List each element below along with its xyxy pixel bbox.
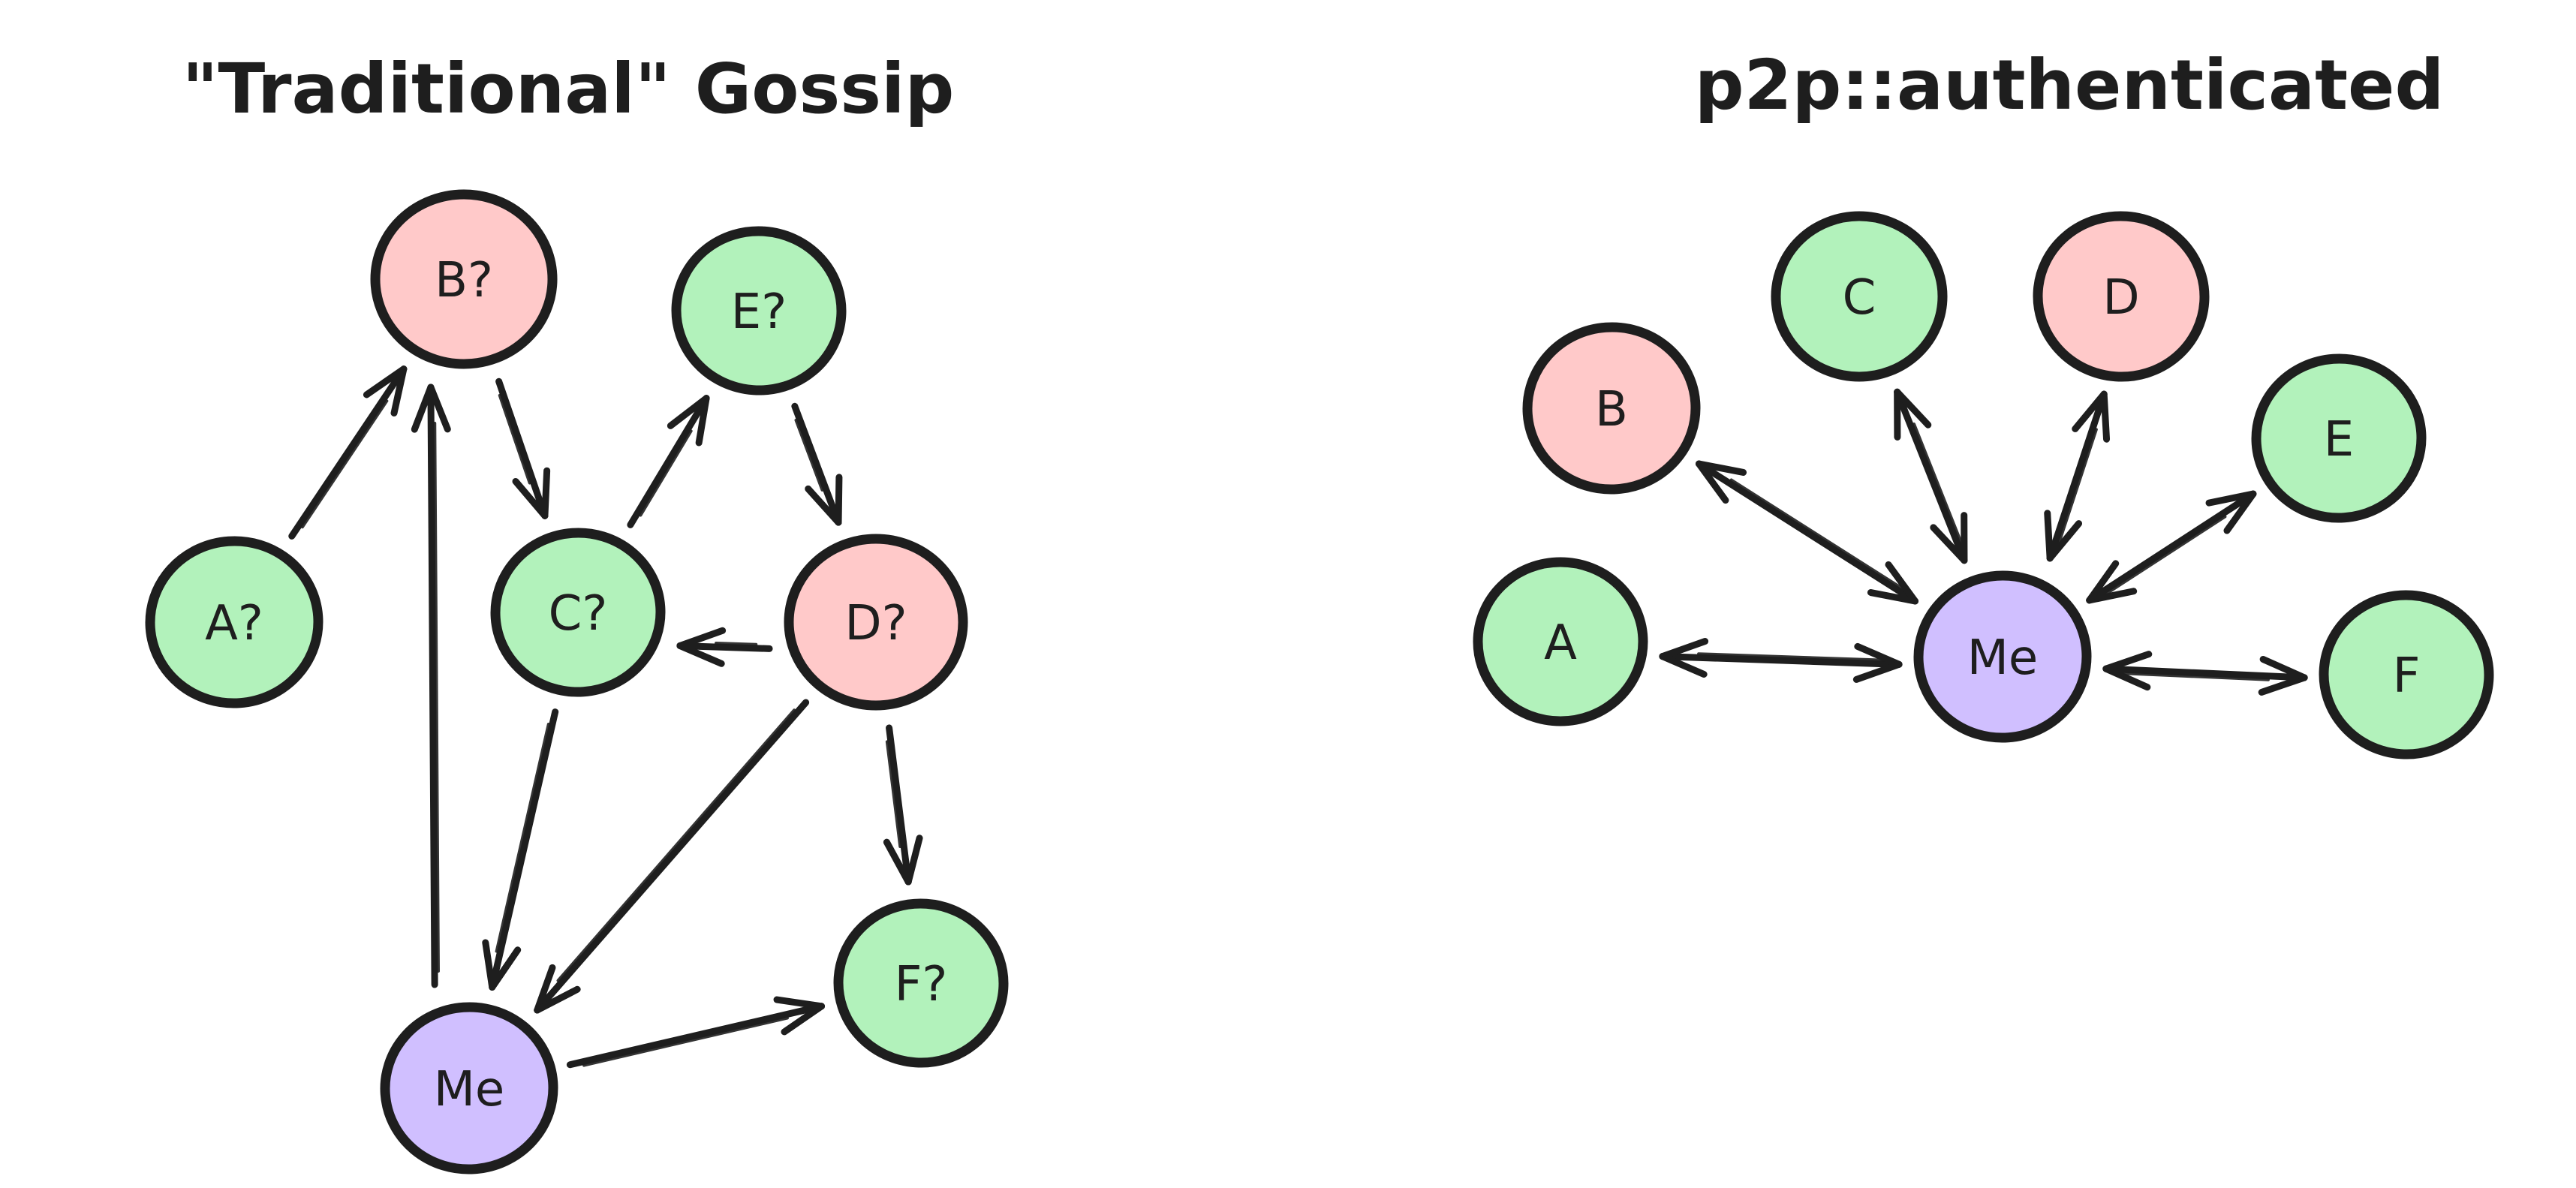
node-traditional-gossip-F: F? [833, 898, 1009, 1068]
edge-Me-to-F [566, 996, 826, 1069]
node-label-C: C? [549, 586, 608, 642]
node-label-C: C [1843, 270, 1876, 326]
node-traditional-gossip-A: A? [145, 536, 324, 708]
traditional-gossip-nodes: A? B? E? C? D? F? Me [145, 189, 1009, 1174]
edge-Me-to-D [2044, 390, 2111, 562]
node-p2p-authenticated-B: B [1522, 322, 1701, 495]
node-circle-F [2319, 590, 2494, 759]
node-traditional-gossip-B: B? [370, 189, 558, 369]
edge-Me-to-C [1894, 388, 1968, 564]
node-label-A: A [1544, 615, 1577, 671]
node-p2p-authenticated-C: C [1771, 211, 1948, 382]
node-circle-E [671, 226, 847, 395]
node-circle-B [370, 189, 558, 369]
node-traditional-gossip-Me: Me [380, 1002, 558, 1174]
node-label-F: F [2393, 648, 2421, 704]
node-p2p-authenticated-D: D [2033, 211, 2210, 382]
node-traditional-gossip-C: C? [490, 528, 666, 697]
node-label-Me: Me [1967, 630, 2039, 686]
p2p-authenticated-nodes: B C D E A F Me [1473, 211, 2494, 759]
edge-Me-to-B [1695, 460, 1919, 605]
node-circle-Me [1913, 570, 2092, 743]
edge-Me-to-B [411, 383, 451, 988]
node-p2p-authenticated-Me: Me [1913, 570, 2092, 743]
node-label-E: E [2324, 412, 2354, 468]
edge-D-to-Me [534, 699, 810, 1014]
node-p2p-authenticated-E: E [2251, 353, 2427, 523]
node-circle-E [2251, 353, 2427, 523]
edge-D-to-F [883, 724, 923, 886]
node-circle-C [1771, 211, 1948, 382]
p2p-authenticated-edges [1659, 388, 2308, 696]
edge-B-to-C [495, 377, 551, 519]
diagram-title-traditional-gossip: "Traditional" Gossip [182, 49, 955, 129]
edge-Me-to-F [2102, 651, 2308, 696]
node-circle-B [1522, 322, 1701, 495]
node-p2p-authenticated-A: A [1473, 557, 1648, 726]
diagram-title-p2p-authenticated: p2p::authenticated [1695, 45, 2445, 125]
node-p2p-authenticated-F: F [2319, 590, 2494, 759]
node-label-F: F? [895, 957, 948, 1012]
edge-C-to-Me [482, 708, 559, 991]
node-label-Me: Me [434, 1062, 505, 1117]
node-label-E: E? [731, 284, 787, 340]
node-traditional-gossip-E: E? [671, 226, 847, 395]
node-circle-A [1473, 557, 1648, 726]
node-circle-D [784, 534, 968, 711]
node-label-B: B [1595, 382, 1628, 438]
node-circle-C [490, 528, 666, 697]
traditional-gossip-edges [288, 365, 923, 1069]
node-label-B: B? [435, 253, 493, 308]
node-label-A: A? [205, 596, 263, 651]
edge-A-to-B [288, 365, 408, 540]
edge-Me-to-E [2086, 490, 2257, 604]
node-circle-A [145, 536, 324, 708]
edge-E-to-D [791, 402, 843, 526]
node-label-D: D [2102, 270, 2139, 326]
edge-C-to-E [627, 395, 710, 528]
node-circle-D [2033, 211, 2210, 382]
node-traditional-gossip-D: D? [784, 534, 968, 711]
edge-D-to-C [676, 627, 773, 667]
node-circle-Me [380, 1002, 558, 1174]
node-label-D: D? [844, 596, 907, 651]
edge-Me-to-A [1659, 638, 1903, 683]
node-circle-F [833, 898, 1009, 1068]
